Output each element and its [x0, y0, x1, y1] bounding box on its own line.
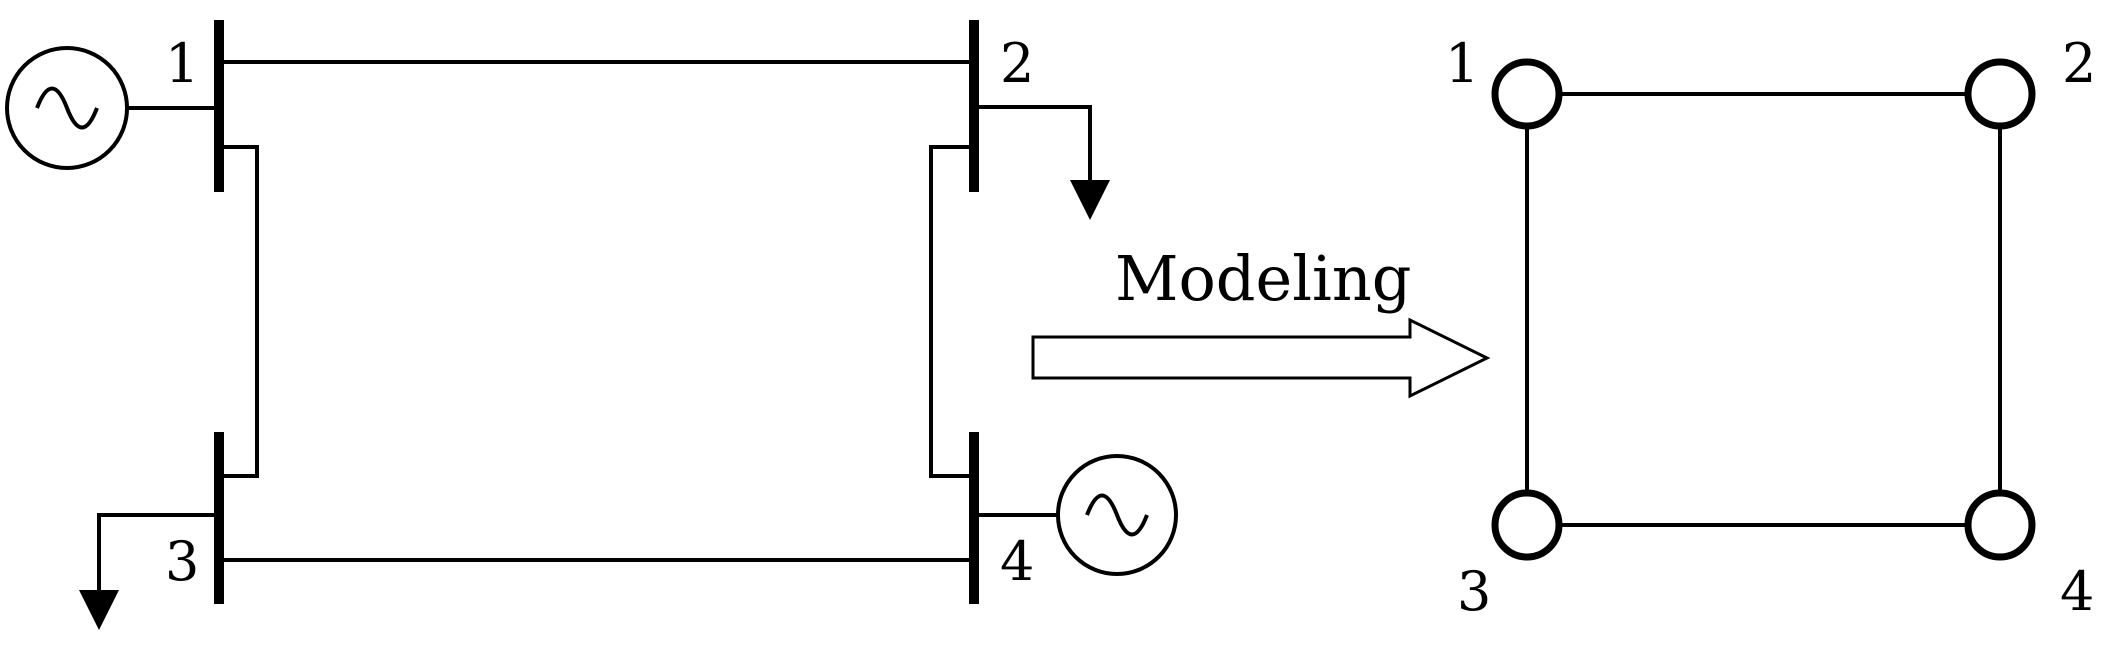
load-2-lead	[974, 105, 1092, 182]
graph-node-4-label: 4	[2060, 560, 2094, 623]
graph-model: 1 2 3 4	[1445, 32, 2096, 623]
graph-node-2	[1964, 58, 2036, 130]
bus-4-label: 4	[1000, 530, 1034, 593]
load-bus-3	[79, 513, 219, 630]
graph-node-4	[1964, 489, 2036, 561]
modeling-transform: Modeling	[1031, 242, 1491, 399]
bus-4: 4	[969, 432, 1034, 604]
bus-2-label: 2	[1000, 32, 1034, 95]
power-system-diagram: 1 2 3 4	[5, 20, 1178, 630]
load-bus-2	[974, 105, 1110, 220]
right-arrow-icon	[1031, 317, 1491, 399]
generator-bus-1	[5, 46, 219, 170]
line-1-3	[219, 145, 259, 478]
load-arrow-icon	[1070, 180, 1110, 220]
graph-node-3-label: 3	[1457, 560, 1491, 623]
bus-3: 3	[165, 432, 224, 604]
modeling-caption: Modeling	[1115, 242, 1411, 315]
bus-1-label: 1	[165, 32, 199, 95]
sine-wave-icon	[1085, 493, 1149, 537]
load-3-lead	[97, 513, 219, 592]
graph-node-3	[1491, 489, 1563, 561]
load-arrow-icon	[79, 590, 119, 630]
bus-3-label: 3	[165, 530, 199, 593]
graph-node-1	[1491, 58, 1563, 130]
bus-1: 1	[165, 20, 224, 192]
generator-bus-4	[974, 454, 1178, 576]
graph-node-2-label: 2	[2062, 32, 2096, 95]
sine-wave-icon	[35, 86, 99, 130]
graph-node-1-label: 1	[1445, 32, 1479, 95]
line-2-4	[929, 145, 974, 478]
